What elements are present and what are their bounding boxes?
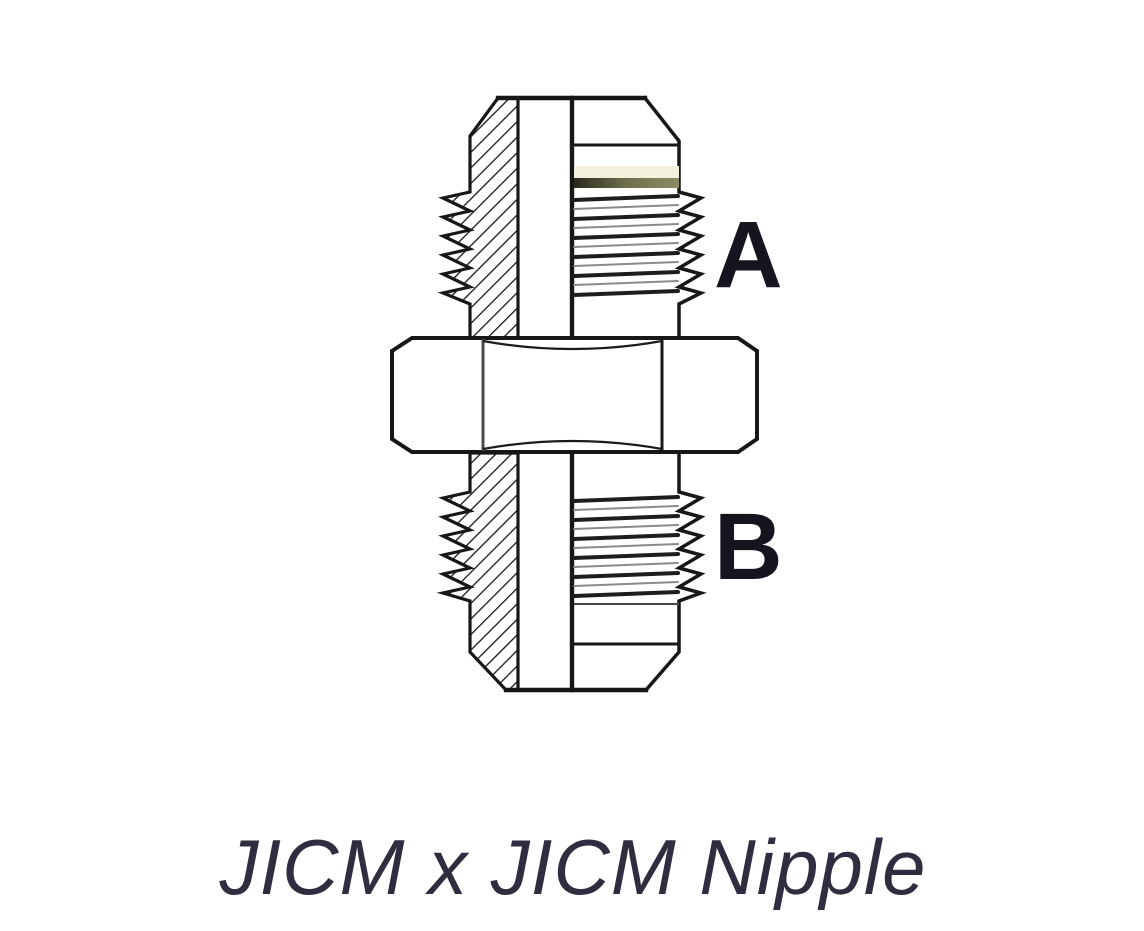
upper-section-exterior-outline	[642, 95, 706, 340]
upper-thread-lines	[572, 194, 680, 297]
hex-nut-outline	[390, 336, 759, 454]
hex-top-chamfer-arc	[482, 339, 663, 351]
hex-bottom-chamfer-arc	[482, 439, 663, 451]
upper-section-hatched-half	[437, 96, 520, 340]
upper-thread-highlight-band	[574, 166, 679, 178]
port-a-label: A	[714, 202, 783, 308]
lower-male-thread-section	[436, 450, 707, 693]
lower-thread-lines	[572, 495, 680, 598]
figure-caption: JICM x JICM Nipple	[218, 823, 926, 911]
lower-section-exterior-outline	[643, 451, 707, 693]
lower-section-hatched-half	[436, 451, 520, 692]
upper-thread-shadow-band	[574, 178, 679, 188]
hex-nut	[390, 336, 759, 454]
upper-male-thread-section	[437, 95, 706, 341]
port-b-label: B	[714, 494, 783, 600]
